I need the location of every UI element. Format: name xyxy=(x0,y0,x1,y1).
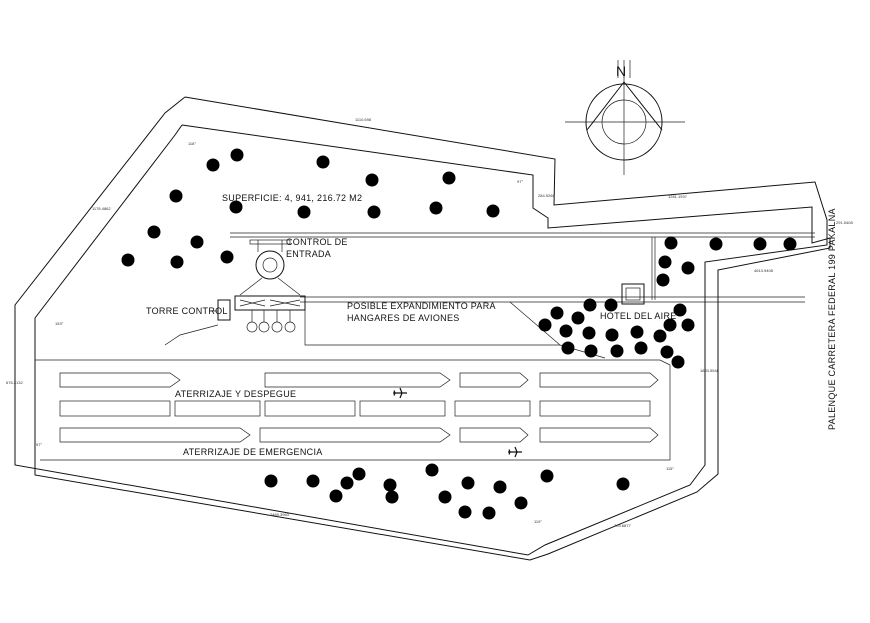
entry-control-roundabout xyxy=(239,239,301,296)
dim-bottom-right-angle: 119° xyxy=(534,519,542,524)
hotel-label: HOTEL DEL AIRE xyxy=(600,311,677,321)
site-boundary xyxy=(14,96,831,561)
runway-area xyxy=(35,324,671,461)
expansion-label-line2: HANGARES DE AVIONES xyxy=(347,313,460,323)
building-icon xyxy=(621,283,645,305)
dim-left-upper: 1178.4862 xyxy=(92,206,111,211)
dim-right-notch: 284.5268 xyxy=(538,193,555,198)
dim-left-angle: 153° xyxy=(55,321,64,326)
area-label: SUPERFICIE: 4, 941, 216.72 M2 xyxy=(222,193,362,203)
control-tower xyxy=(210,295,306,333)
highway-label: PALENQUE CARRETERA FEDERAL 199 PAKALNA xyxy=(827,208,837,430)
hotel-building xyxy=(621,283,645,305)
highway xyxy=(230,232,815,303)
emergency-runway-label: ATERRIZAJE DE EMERGENCIA xyxy=(183,447,323,457)
control-label-line1: CONTROL DE xyxy=(286,237,348,247)
north-arrow-icon xyxy=(565,60,685,175)
control-label-line2: ENTRADA xyxy=(286,249,331,259)
dim-right-side: 1883.5548 xyxy=(700,368,720,373)
dim-bottom-right-edge: 703.6877 xyxy=(614,523,631,528)
dim-left-lower: 676.3132 xyxy=(6,380,23,385)
dim-bottom-edge: 2469.3963 xyxy=(270,512,290,517)
dim-right-angle: 97° xyxy=(517,179,523,184)
dim-top-angle: 118° xyxy=(188,141,196,146)
dim-top-edge: 1110.698 xyxy=(355,117,372,122)
expansion-label-line1: POSIBLE EXPANDIMIENTO PARA xyxy=(347,301,496,311)
dim-road-length: 4613.9408 xyxy=(754,268,774,273)
dim-right-bottom-angle: 115° xyxy=(666,466,674,471)
dim-bottom-left-angle: 97° xyxy=(36,442,42,447)
hangar-expansion-zone xyxy=(304,301,606,359)
dim-far-right: 291.5408 xyxy=(836,220,853,225)
runway-label: ATERRIZAJE Y DESPEGUE xyxy=(175,389,296,399)
dim-top-right-edge: 1281.1937 xyxy=(668,194,688,199)
airplane-icon xyxy=(507,446,523,458)
airplane-icon xyxy=(392,387,408,399)
north-label: N xyxy=(616,63,626,79)
tower-label: TORRE CONTROL xyxy=(146,306,228,316)
trees xyxy=(121,148,797,520)
